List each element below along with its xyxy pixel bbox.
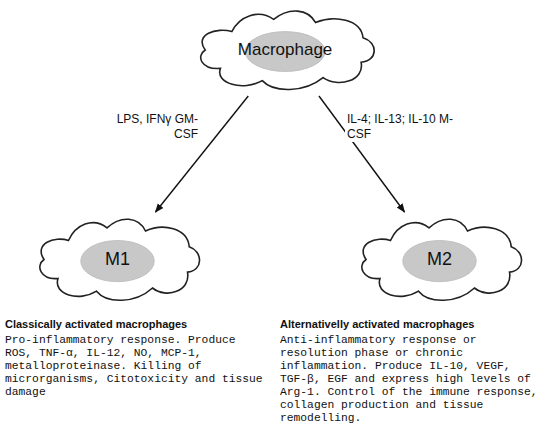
cell-membrane (201, 11, 374, 89)
cell-node: Macrophage (190, 4, 380, 96)
cell-name: Macrophage (238, 40, 333, 60)
cell-name: M1 (105, 249, 130, 270)
node-text-wrap: M2 (352, 212, 527, 307)
cell-nucleus (403, 241, 477, 282)
cell-node: M2 (352, 212, 527, 307)
type-heading: Alternativelly activated macrophages (280, 318, 538, 330)
type-heading: Classically activated macrophages (5, 318, 267, 330)
cell-membrane (362, 219, 522, 300)
node-text-wrap: M1 (30, 212, 205, 307)
node-text-wrap: Macrophage (190, 4, 380, 96)
stimulus-label: LPS, IFNγ GM-CSF (108, 112, 200, 142)
type-description: Anti-inflammatory response or resolution… (280, 334, 538, 425)
stimulus-label: IL-4; IL-13; IL-10 M-CSF (345, 112, 469, 142)
type-description: Pro-inflammatory response. Produce ROS, … (5, 334, 267, 399)
cell-node: M1 (30, 212, 205, 307)
cell-name: M2 (427, 249, 452, 270)
cell-membrane (40, 219, 200, 300)
cell-nucleus (81, 241, 155, 282)
